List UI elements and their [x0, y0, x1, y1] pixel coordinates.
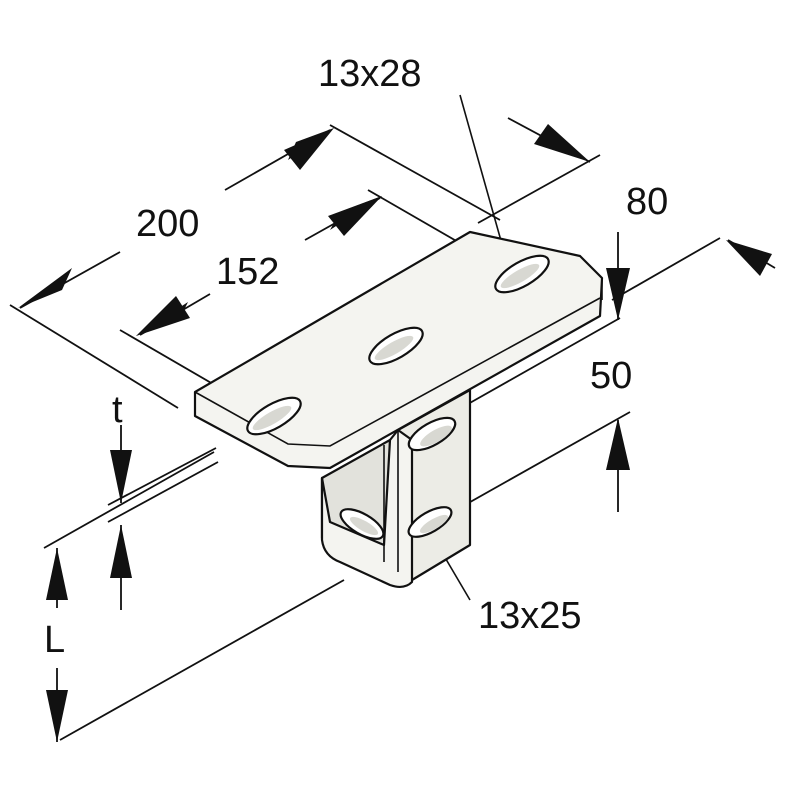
- label-L: L: [44, 619, 65, 661]
- top-slot-left: [246, 396, 302, 436]
- bracket-part: [193, 230, 604, 589]
- profile-front-flange: [320, 428, 414, 589]
- label-50: 50: [590, 355, 632, 397]
- top-slot-middle: [368, 326, 424, 366]
- side-slot-lower: [407, 506, 453, 538]
- arrowheads: [18, 124, 772, 742]
- label-152: 152: [216, 251, 279, 293]
- arrow-L-bottom: [46, 690, 68, 742]
- dimension-labels: 200 152 13x28 80 50 t L 13x25: [44, 53, 668, 661]
- arrow-L-top: [46, 548, 68, 600]
- arrow-80-top: [534, 124, 590, 162]
- label-80: 80: [626, 181, 668, 223]
- side-slot-upper: [407, 416, 457, 452]
- arrow-50-top: [606, 268, 630, 320]
- arrow-200-left: [18, 268, 72, 308]
- side-slot-front: [339, 508, 385, 540]
- label-13x28: 13x28: [318, 53, 422, 95]
- arrow-t-top: [110, 450, 132, 503]
- label-13x25: 13x25: [478, 595, 582, 637]
- top-slot-right: [494, 254, 550, 294]
- arrow-50-bottom: [606, 418, 630, 470]
- arrow-t-bottom: [110, 525, 132, 578]
- label-200: 200: [136, 203, 199, 245]
- arrow-80-bottom: [726, 240, 772, 276]
- label-t: t: [112, 389, 123, 431]
